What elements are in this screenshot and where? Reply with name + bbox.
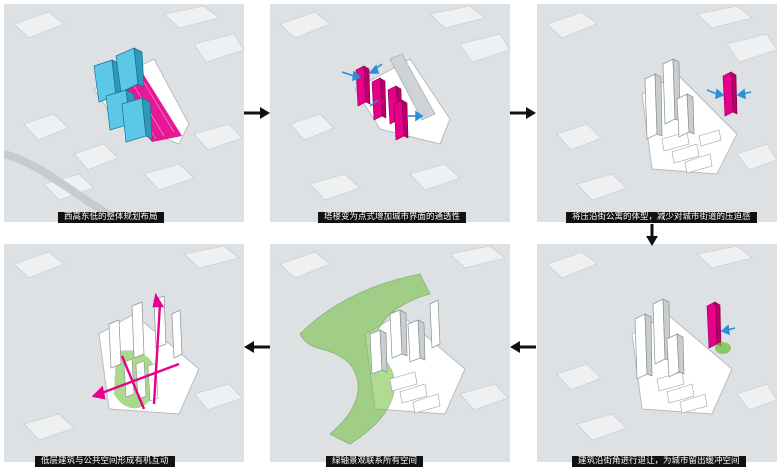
step-6-caption: 建筑沿街角进行退让，为城市留出缓冲空间 (572, 456, 746, 467)
step-5-caption: 绿轴景观联系所有空间 (326, 456, 423, 467)
step-1-diagram (4, 4, 244, 222)
step-2-diagram (270, 4, 510, 222)
step-4-panel (4, 244, 244, 462)
step-3-panel (537, 4, 777, 222)
arrow-left-icon (510, 340, 536, 354)
step-6-panel (537, 244, 777, 462)
step-3-caption: 将压沿街公寓的体型，减少对城市街道的压迫感 (566, 212, 757, 223)
arrow-right-icon (510, 106, 536, 120)
setback-tower (707, 302, 721, 348)
arrow-down-icon (645, 224, 659, 246)
step-1-caption: 西高东低的整体规划布局 (58, 212, 164, 223)
compressed-tower (723, 72, 737, 116)
step-3-diagram (537, 4, 777, 222)
step-4-caption: 低层建筑与公共空间形成有机互动 (35, 456, 175, 467)
corner-green (715, 342, 731, 354)
step-5-panel (270, 244, 510, 462)
step-1-panel (4, 4, 244, 222)
step-4-diagram (4, 244, 244, 462)
step-2-caption: 塔楼变为点式增加城市界面的通透性 (318, 212, 466, 223)
step-2-panel (270, 4, 510, 222)
arrow-left-icon (244, 340, 270, 354)
step-5-diagram (270, 244, 510, 462)
arrow-right-icon (244, 106, 270, 120)
step-6-diagram (537, 244, 777, 462)
